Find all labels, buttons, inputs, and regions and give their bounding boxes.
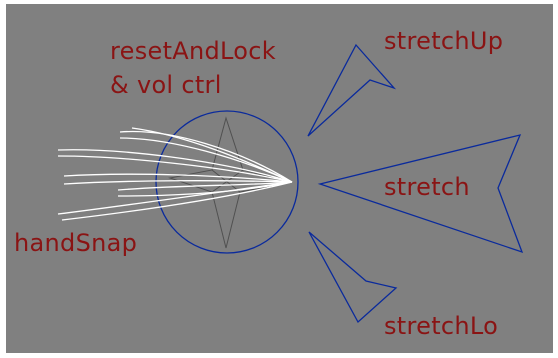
stretch-label: stretch [384, 173, 470, 201]
stretch-lo-label: stretchLo [384, 312, 499, 340]
stretch-up-label: stretchUp [384, 27, 504, 55]
hand-snap-label: handSnap [14, 229, 138, 257]
reset-lock-label: resetAndLock [110, 37, 276, 65]
stretch-up-arrow-control[interactable] [307, 43, 397, 137]
vol-ctrl-label: & vol ctrl [110, 71, 222, 99]
stretch-lo-arrow-control[interactable] [308, 231, 398, 324]
hand-snap-curves[interactable] [57, 127, 293, 221]
stretch-arrow-control[interactable] [317, 134, 524, 254]
reset-lock-circle-control[interactable] [155, 110, 299, 254]
